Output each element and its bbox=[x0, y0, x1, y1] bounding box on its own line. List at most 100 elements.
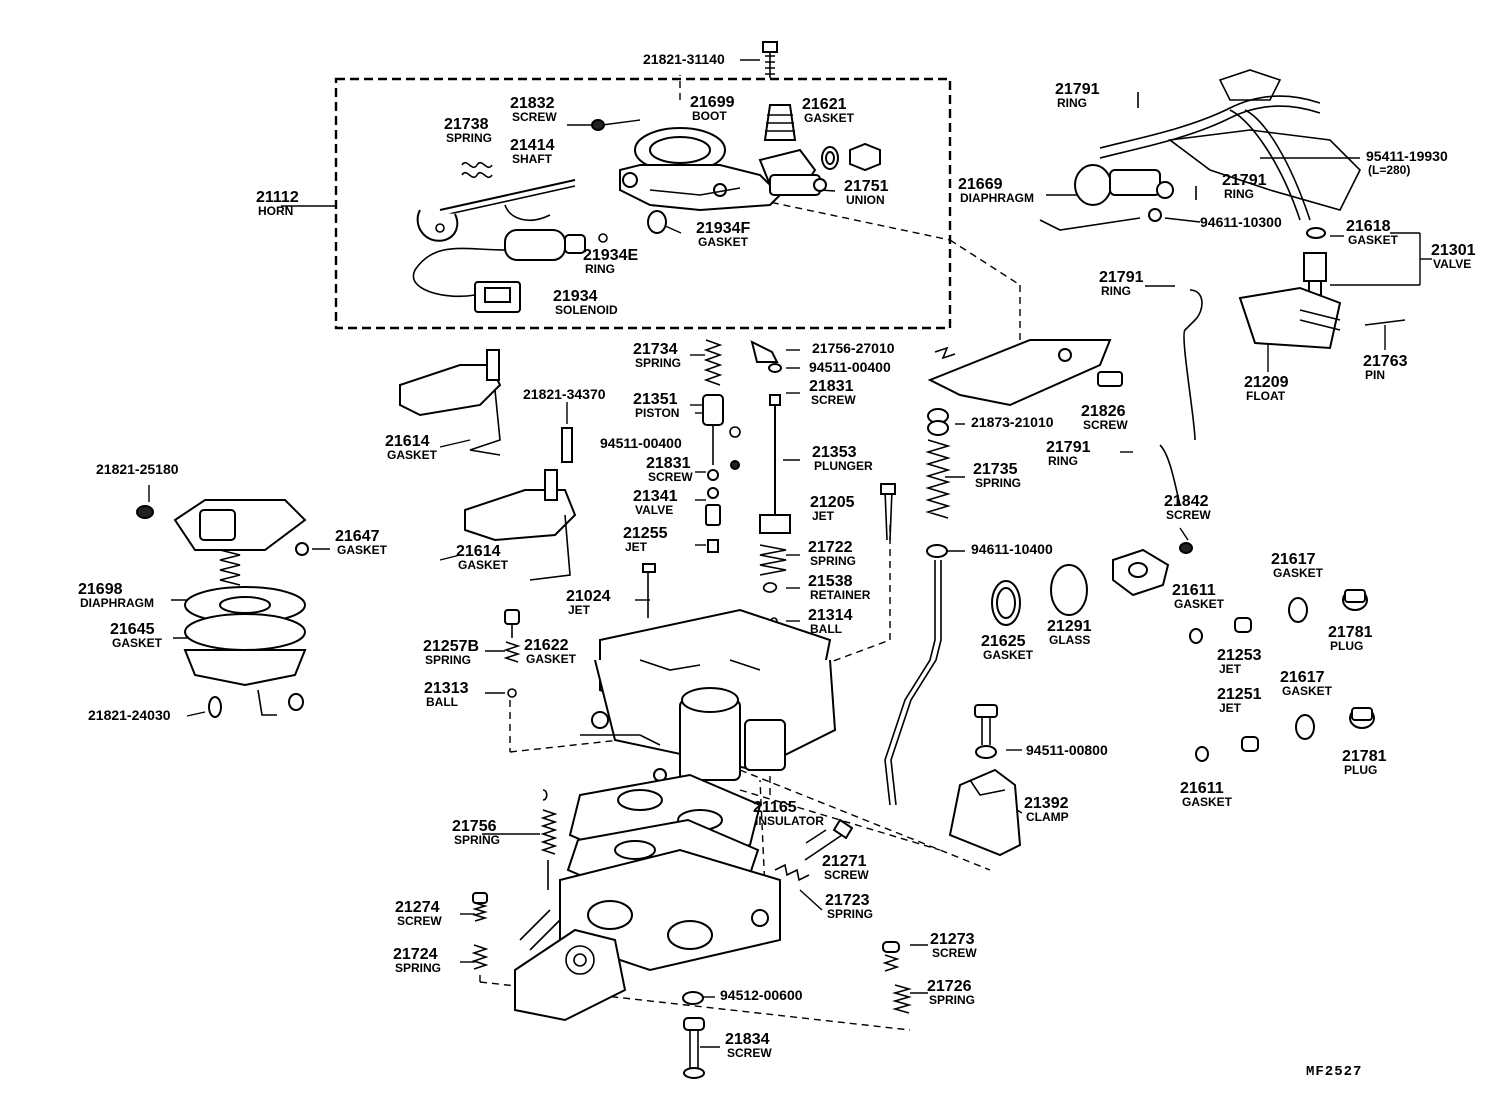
part-name-label: FLOAT bbox=[1246, 389, 1286, 403]
part-name-label: PLUG bbox=[1344, 763, 1377, 777]
part-number-label: 21273 bbox=[930, 931, 975, 948]
part-name-label: (L=280) bbox=[1368, 163, 1410, 177]
part-name-label: SCREW bbox=[727, 1046, 772, 1060]
part-name-label: HORN bbox=[258, 204, 293, 218]
part-name-label: GASKET bbox=[983, 648, 1034, 662]
part-name-label: PLUG bbox=[1330, 639, 1363, 653]
part-number-label: 21832 bbox=[510, 95, 555, 112]
diagram-code: MF2527 bbox=[1306, 1064, 1362, 1080]
part-number-label: 21934E bbox=[583, 247, 638, 264]
part-number-label: 21621 bbox=[802, 96, 847, 113]
part-number-label: 21251 bbox=[1217, 686, 1262, 703]
part-number-label: 21617 bbox=[1280, 669, 1325, 686]
part-number-label: 21763 bbox=[1363, 353, 1408, 370]
part-number-label: 21538 bbox=[808, 573, 853, 590]
part-number-label: 21209 bbox=[1244, 374, 1289, 391]
part-number-label: 21024 bbox=[566, 588, 611, 605]
part-number-label: 21112 bbox=[256, 189, 299, 206]
part-name-label: GASKET bbox=[387, 448, 438, 462]
part-number-label: 21614 bbox=[385, 433, 430, 450]
part-number-label: 21831 bbox=[809, 378, 854, 395]
part-number-label: 21611 bbox=[1172, 582, 1216, 599]
part-number-label: 94512-00600 bbox=[720, 987, 803, 1003]
part-number-label: 21205 bbox=[810, 494, 855, 511]
part-number-label: 21622 bbox=[524, 637, 569, 654]
part-number-label: 21274 bbox=[395, 899, 440, 916]
part-number-label: 21781 bbox=[1328, 624, 1373, 641]
part-name-label: UNION bbox=[846, 193, 885, 207]
part-number-label: 21722 bbox=[808, 539, 853, 556]
part-number-label: 21699 bbox=[690, 94, 735, 111]
part-number-label: 21353 bbox=[812, 444, 857, 461]
part-number-label: 21645 bbox=[110, 621, 155, 638]
part-number-label: 94511-00400 bbox=[809, 359, 891, 375]
part-name-label: SPRING bbox=[425, 653, 471, 667]
part-name-label: GASKET bbox=[1182, 795, 1233, 809]
part-number-label: 21618 bbox=[1346, 218, 1391, 235]
part-number-label: 21351 bbox=[633, 391, 678, 408]
part-number-label: 21647 bbox=[335, 528, 380, 545]
part-name-label: SCREW bbox=[512, 110, 557, 124]
part-name-label: PISTON bbox=[635, 406, 679, 420]
part-number-label: 94611-10300 bbox=[1200, 214, 1282, 230]
part-name-label: GASKET bbox=[1174, 597, 1225, 611]
part-number-label: 95411-19930 bbox=[1366, 148, 1448, 164]
part-name-label: GASKET bbox=[698, 235, 749, 249]
part-number-label: 21257B bbox=[423, 638, 479, 655]
part-number-label: 21751 bbox=[844, 178, 889, 195]
part-number-label: 21669 bbox=[958, 176, 1003, 193]
part-labels: 21821-3114021832SCREW21699BOOT21621GASKE… bbox=[78, 51, 1476, 1060]
part-number-label: 21614 bbox=[456, 543, 501, 560]
part-number-label: 21821-25180 bbox=[96, 461, 179, 477]
part-name-label: GASKET bbox=[804, 111, 855, 125]
part-name-label: SPRING bbox=[810, 554, 856, 568]
part-number-label: 21726 bbox=[927, 978, 972, 995]
part-number-label: 21313 bbox=[424, 680, 469, 697]
part-name-label: GLASS bbox=[1049, 633, 1090, 647]
drawing-lines bbox=[136, 41, 1432, 1079]
part-name-label: BOOT bbox=[692, 109, 727, 123]
part-name-label: SCREW bbox=[824, 868, 869, 882]
part-number-label: 21617 bbox=[1271, 551, 1316, 568]
part-number-label: 21791 bbox=[1099, 269, 1144, 286]
part-name-label: RING bbox=[1048, 454, 1078, 468]
part-number-label: 21392 bbox=[1024, 795, 1069, 812]
part-number-label: 94511-00400 bbox=[600, 435, 682, 451]
part-name-label: PLUNGER bbox=[814, 459, 873, 473]
part-name-label: DIAPHRAGM bbox=[80, 596, 154, 610]
part-name-label: BALL bbox=[810, 622, 842, 636]
part-number-label: 21253 bbox=[1217, 647, 1262, 664]
part-number-label: 21314 bbox=[808, 607, 853, 624]
part-number-label: 21834 bbox=[725, 1031, 770, 1048]
part-number-label: 21791 bbox=[1055, 81, 1100, 98]
part-number-label: 21414 bbox=[510, 137, 555, 154]
part-name-label: VALVE bbox=[1433, 257, 1471, 271]
part-name-label: SHAFT bbox=[512, 152, 553, 166]
part-number-label: 21165 bbox=[753, 799, 797, 816]
part-name-label: GASKET bbox=[1282, 684, 1333, 698]
part-number-label: 21873-21010 bbox=[971, 414, 1054, 430]
part-name-label: JET bbox=[568, 603, 591, 617]
part-name-label: CLAMP bbox=[1026, 810, 1069, 824]
part-number-label: 21826 bbox=[1081, 403, 1126, 420]
part-name-label: GASKET bbox=[1273, 566, 1324, 580]
part-name-label: SPRING bbox=[929, 993, 975, 1007]
part-number-label: 21738 bbox=[444, 116, 489, 133]
part-number-label: 21301 bbox=[1431, 242, 1476, 259]
part-name-label: BALL bbox=[426, 695, 458, 709]
part-number-label: 21756-27010 bbox=[812, 340, 895, 356]
part-number-label: 21735 bbox=[973, 461, 1018, 478]
part-number-label: 21934 bbox=[553, 288, 598, 305]
part-name-label: PIN bbox=[1365, 368, 1385, 382]
part-number-label: 21821-34370 bbox=[523, 386, 606, 402]
part-number-label: 21724 bbox=[393, 946, 438, 963]
part-name-label: RING bbox=[585, 262, 615, 276]
part-number-label: 21734 bbox=[633, 341, 678, 358]
part-number-label: 21271 bbox=[822, 853, 867, 870]
part-name-label: RETAINER bbox=[810, 588, 871, 602]
part-number-label: 21842 bbox=[1164, 493, 1209, 510]
part-name-label: GASKET bbox=[337, 543, 388, 557]
part-number-label: 21723 bbox=[825, 892, 870, 909]
part-number-label: 21791 bbox=[1046, 439, 1091, 456]
